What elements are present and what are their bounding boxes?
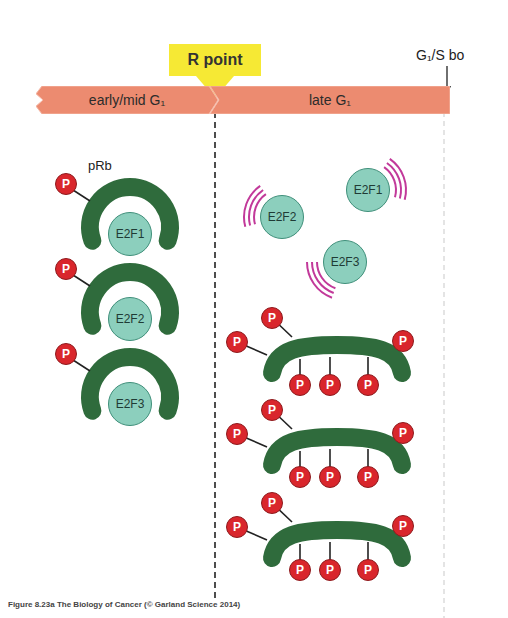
- r-point-dashed-line: [214, 112, 216, 598]
- phosphate-bond: [73, 360, 90, 371]
- phosphate-circle: P: [319, 559, 341, 581]
- node-label: P: [326, 378, 334, 392]
- node-label: P: [399, 519, 407, 533]
- cell-cycle-phase-band: early/mid G₁: [36, 86, 218, 114]
- node-label: P: [399, 426, 407, 440]
- phospho-prb-protein: [272, 530, 402, 558]
- node-label: E2F3: [331, 255, 360, 269]
- node-label: P: [62, 347, 70, 361]
- e2f-factor-circle: E2F1: [108, 212, 152, 256]
- node-label: P: [364, 378, 372, 392]
- e2f-factor-circle: E2F1: [346, 168, 390, 212]
- activity-signal: [244, 186, 260, 227]
- figure-caption: Figure 8.23a The Biology of Cancer (© Ga…: [8, 600, 240, 609]
- e2f-factor-circle: E2F3: [108, 382, 152, 426]
- node-label: P: [296, 378, 304, 392]
- e2f-factor-circle: E2F3: [323, 240, 367, 284]
- phosphate-circle: P: [289, 559, 311, 581]
- node-label: P: [268, 403, 276, 417]
- phosphate-bond: [73, 190, 90, 201]
- e2f-factor-circle: E2F2: [108, 297, 152, 341]
- node-label: E2F1: [354, 183, 383, 197]
- phosphate-circle: P: [319, 374, 341, 396]
- node-label: P: [62, 262, 70, 276]
- activity-signal: [390, 159, 406, 200]
- node-label: P: [326, 563, 334, 577]
- phospho-prb-protein: [272, 437, 402, 465]
- g1s-dashed-line: [443, 112, 445, 618]
- node-label: E2F2: [268, 210, 297, 224]
- node-label: R point: [187, 51, 242, 69]
- e2f-factor-circle: E2F2: [260, 195, 304, 239]
- node-label: P: [296, 563, 304, 577]
- phosphate-circle: P: [357, 466, 379, 488]
- node-label: E2F2: [116, 312, 145, 326]
- phospho-prb-protein: [272, 345, 402, 373]
- node-label: P: [233, 335, 241, 349]
- phosphate-circle: P: [357, 374, 379, 396]
- node-label: P: [364, 470, 372, 484]
- phosphate-circle: P: [226, 423, 248, 445]
- phosphate-bond: [73, 275, 90, 286]
- protein-name: pRb: [88, 158, 112, 173]
- phosphate-circle: P: [261, 492, 283, 514]
- band-fill: [210, 86, 450, 114]
- phosphate-circle: P: [357, 559, 379, 581]
- node-label: P: [233, 520, 241, 534]
- phosphate-circle: P: [226, 516, 248, 538]
- band-fill: [36, 86, 218, 114]
- node-label: P: [233, 427, 241, 441]
- node-label: P: [62, 177, 70, 191]
- node-label: P: [364, 563, 372, 577]
- node-label: E2F1: [116, 227, 145, 241]
- phosphate-circle: P: [319, 466, 341, 488]
- phosphate-circle: P: [289, 374, 311, 396]
- phosphate-circle: P: [289, 466, 311, 488]
- node-label: P: [326, 470, 334, 484]
- node-label: P: [268, 311, 276, 325]
- node-label: early/mid G₁: [89, 92, 165, 108]
- phosphate-circle: P: [392, 330, 414, 352]
- phosphate-circle: P: [55, 343, 77, 365]
- phosphate-circle: P: [392, 515, 414, 537]
- boundary-label: G₁/S bo: [416, 47, 464, 63]
- phosphate-circle: P: [55, 173, 77, 195]
- node-label: P: [268, 496, 276, 510]
- node-label: P: [296, 470, 304, 484]
- node-label: late G₁: [309, 92, 351, 108]
- node-label: P: [399, 334, 407, 348]
- cell-cycle-phase-band: late G₁: [210, 86, 450, 114]
- phosphate-circle: P: [226, 331, 248, 353]
- phosphate-circle: P: [261, 307, 283, 329]
- phosphate-circle: P: [261, 399, 283, 421]
- restriction-point-box: R point: [169, 44, 261, 76]
- phosphate-circle: P: [55, 258, 77, 280]
- phosphate-circle: P: [392, 422, 414, 444]
- node-label: E2F3: [116, 397, 145, 411]
